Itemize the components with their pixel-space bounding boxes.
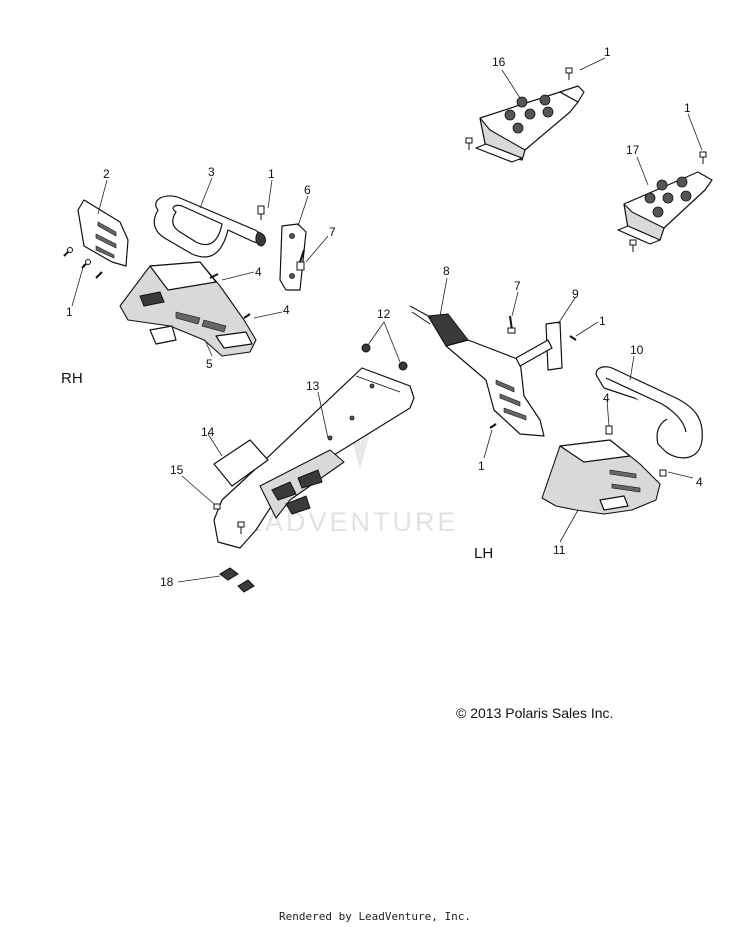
part-2-bracket [77, 199, 129, 267]
screw-part-1 [569, 335, 577, 341]
callout-18: 18 [160, 575, 174, 589]
part-11-footrest-assembly [541, 439, 661, 515]
callout-6: 6 [304, 183, 311, 197]
bolt-part-1 [699, 151, 707, 164]
callout-4: 4 [603, 391, 610, 405]
bolt-part-1 [565, 67, 573, 80]
part-14-decal [213, 439, 269, 487]
callout-15: 15 [170, 463, 184, 477]
fastener-part-12 [361, 343, 371, 353]
callout-4: 4 [696, 475, 703, 489]
fastener-part-12 [398, 361, 408, 371]
part-10-grab-bar [595, 366, 703, 459]
callout-10: 10 [630, 343, 644, 357]
callout-7: 7 [514, 279, 521, 293]
callout-1: 1 [604, 45, 611, 59]
screw-part-4 [659, 469, 667, 477]
callout-1: 1 [478, 459, 485, 473]
part-16-footrest-plate [475, 85, 585, 163]
callout-7: 7 [329, 225, 336, 239]
callout-9: 9 [572, 287, 579, 301]
part-9-mount-bracket [515, 321, 563, 371]
callout-3: 3 [208, 165, 215, 179]
callout-5: 5 [206, 357, 213, 371]
bolt-part-1 [465, 137, 473, 150]
part-6-mount-bracket [279, 223, 307, 291]
screw-part-4 [243, 313, 251, 319]
footer-credit: Rendered by LeadVenture, Inc. [278, 910, 472, 923]
leader-lines [71, 57, 703, 583]
part-3-grab-bar [153, 195, 266, 258]
clip-part-18 [219, 567, 239, 581]
fastener-part-15 [213, 503, 221, 510]
callout-1: 1 [684, 101, 691, 115]
screw-part-1 [63, 247, 73, 257]
part-13-floor-panel [213, 367, 415, 549]
bolt-part-1 [629, 239, 637, 252]
bolt-part-7 [507, 315, 516, 334]
clip-part-18 [237, 579, 255, 593]
part-17-footrest-plate [617, 171, 713, 245]
screw-part-4 [209, 273, 219, 279]
callout-1: 1 [66, 305, 73, 319]
callout-17: 17 [626, 143, 640, 157]
screw-part-4 [605, 425, 613, 435]
copyright-notice: © 2013 Polaris Sales Inc. [456, 705, 614, 721]
callout-14: 14 [201, 425, 215, 439]
part-5-footrest-assembly [119, 261, 257, 357]
callout-1: 1 [599, 314, 606, 328]
rh-label: RH [61, 370, 83, 387]
callout-1: 1 [268, 167, 275, 181]
callout-4: 4 [255, 265, 262, 279]
callout-11: 11 [553, 543, 566, 557]
callout-13: 13 [306, 379, 320, 393]
callout-12: 12 [377, 307, 391, 321]
callout-8: 8 [443, 264, 450, 278]
callout-2: 2 [103, 167, 110, 181]
fastener-part-15 [237, 521, 245, 534]
screw-part-1 [95, 271, 103, 279]
bolt-part-1 [257, 205, 265, 220]
part-8-bracket [409, 305, 469, 347]
bolt-part-7 [296, 249, 305, 271]
callout-16: 16 [492, 55, 506, 69]
lh-label: LH [474, 545, 493, 562]
callout-4: 4 [283, 303, 290, 317]
screw-part-1 [489, 423, 497, 429]
